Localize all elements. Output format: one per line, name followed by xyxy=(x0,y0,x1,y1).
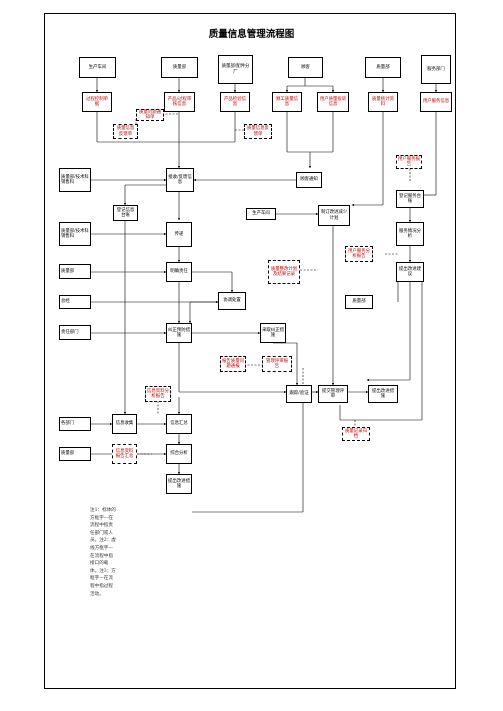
dept-header-quality-2: 质量部 xyxy=(365,57,401,78)
track-verify: 跟踪/验证 xyxy=(286,385,312,403)
propose-improvement-measures: 提出改进措施 xyxy=(368,385,398,403)
user-service-report: 用户服务报告 xyxy=(396,155,422,169)
page-frame xyxy=(44,13,456,689)
dept-header-service: 服务部门 xyxy=(421,55,451,84)
submit-management-review: 提交管理评审 xyxy=(318,385,348,403)
in-house-quality-info: 顾工质量信息 xyxy=(272,92,302,112)
quality-issue-notice: 质量问题通知单 xyxy=(136,109,164,121)
dept-quality-tech-sales-1: 质量部/技术科销售科 xyxy=(59,168,91,192)
process-control-docs: 过程控制单据 xyxy=(82,92,112,112)
info-summary: 信息汇总 xyxy=(166,414,192,434)
propose-improvement-suggestion: 提出改进建议 xyxy=(396,262,424,282)
quality-feedback-form-a: 质量信息反馈单 xyxy=(113,124,138,139)
quality-fix-plan-record: 质量整改计划及结果记录 xyxy=(268,260,300,284)
transmit-step: 传递 xyxy=(166,222,192,247)
customer-complaint-info: 用户质量投诉信息 xyxy=(317,92,349,112)
dept-header-production: 生产车间 xyxy=(79,57,116,78)
comprehensive-analysis: 综合分析 xyxy=(166,444,192,464)
quality-stats-info: 质量统计资料 xyxy=(368,92,398,112)
improvement-suggestions-final: 提出改进措施 xyxy=(166,474,192,494)
take-corrective-measures: 采取纠正措施 xyxy=(260,323,286,343)
service-situation-analysis: 服务情况分析 xyxy=(396,222,424,246)
quality-feedback-form-b: 质量信息反馈单 xyxy=(244,124,272,139)
plan-reduce-step: 制订改进减少计划 xyxy=(318,205,350,226)
register-service-ledger: 登记服务台账 xyxy=(396,190,424,208)
dept-quality-3: 质量部 xyxy=(59,264,91,279)
dept-quality-right: 质量部 xyxy=(345,295,373,309)
management-review-report: 管理评审报告 xyxy=(262,356,292,372)
dept-quality-7: 质量部 xyxy=(59,447,91,461)
user-service-analysis-report: 用户服务分析报告 xyxy=(345,246,373,262)
dept-header-customer: 顾客 xyxy=(288,57,323,78)
dept-quality-tech-sales-2: 质量部/技术科销售科 xyxy=(59,222,91,246)
dept-general-manager: 总经 xyxy=(59,295,91,309)
info-analysis-report: 信息资料分析报告 xyxy=(145,386,171,402)
report-issue-notice: 报告质量问题通报 xyxy=(220,356,246,372)
user-service-info: 用户服务信息 xyxy=(420,92,452,112)
dept-header-quality: 质量部 xyxy=(161,57,198,78)
dept-production-workshop: 生产车间 xyxy=(246,208,276,220)
product-inspection-info: 产品检验信息 xyxy=(220,92,250,112)
dept-all: 各部门 xyxy=(59,417,91,431)
info-data-summary-report: 信息资料报告汇总 xyxy=(112,444,137,464)
receive-feedback-info: 接收/反馈信息 xyxy=(166,168,194,192)
info-collection: 信息收集 xyxy=(112,414,137,434)
dept-header-parts: 质量部/配件分厂 xyxy=(218,55,253,84)
page-title: 质量信息管理流程图 xyxy=(208,29,295,40)
product-process-audit-info: 产品/过程审核信息 xyxy=(164,92,195,112)
quality-records-archive: 质量记录归档 xyxy=(342,427,370,441)
coordinate-handle: 协调处置 xyxy=(218,292,246,310)
notes-text: 注1：标体的方框字—在流程中指责任部门或人员。注2：虚线方框字—在流程中指接口的… xyxy=(90,508,116,597)
customer-notice: 顾客通知 xyxy=(296,172,322,188)
register-info-ledger: 登记信息台账 xyxy=(113,205,138,221)
dept-responsible: 责任部门 xyxy=(59,325,91,340)
corrective-preventive-action: 纠正预防措施 xyxy=(166,323,192,343)
clarify-responsibility: 明确责任 xyxy=(166,262,192,282)
